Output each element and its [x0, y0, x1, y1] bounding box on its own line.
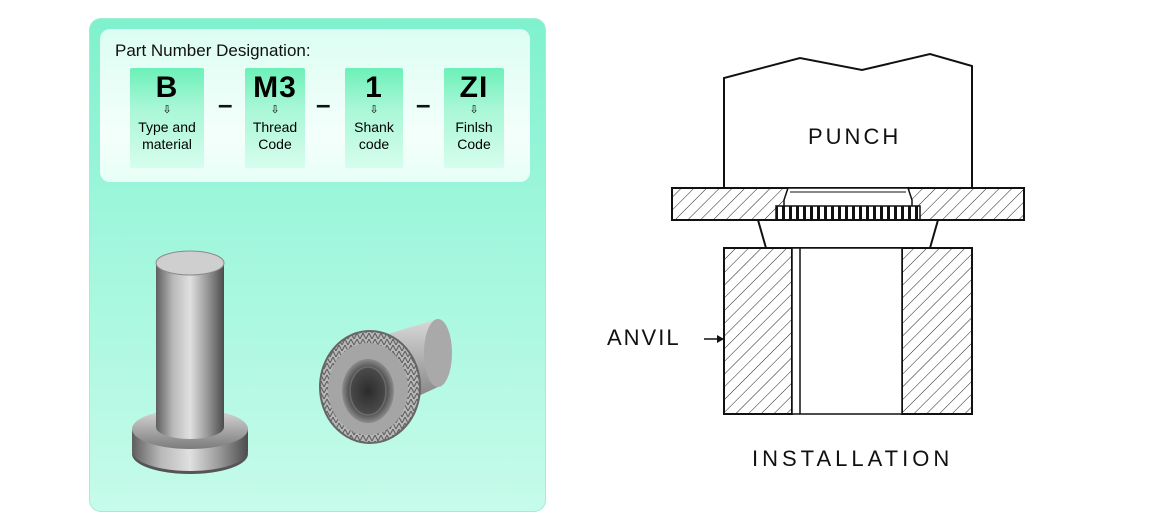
desc-finish: Finlsh Code [455, 119, 493, 152]
fastener-flange [756, 219, 940, 249]
desc-shank: Shank code [354, 119, 394, 152]
knurl-band [775, 205, 921, 221]
desc-thread: Thread Code [252, 119, 298, 152]
code-box-type: B ⇩ Type and material [130, 68, 204, 168]
down-arrow-icon: ⇩ [162, 104, 172, 116]
separator: – [218, 89, 233, 119]
standoff-top [155, 250, 225, 276]
shank-end [424, 319, 452, 387]
designation-title: Part Number Designation: [115, 41, 311, 60]
arrow-icon [717, 335, 724, 343]
anvil-bore [791, 247, 903, 415]
down-arrow-icon: ⇩ [469, 104, 479, 116]
down-arrow-icon: ⇩ [369, 104, 379, 116]
separator: – [316, 89, 331, 119]
installation-diagram [671, 52, 1025, 415]
product-card: Part Number Designation: B ⇩ Type and ma… [89, 18, 546, 512]
part-number-designation: Part Number Designation: B ⇩ Type and ma… [100, 29, 530, 182]
down-arrow-icon: ⇩ [270, 104, 280, 116]
anvil-label: ANVIL [607, 325, 681, 350]
standoff-photo [132, 250, 452, 474]
code-box-shank: 1 ⇩ Shank code [345, 68, 403, 168]
code-type: B [155, 71, 179, 104]
code-box-finish: ZI ⇩ Finlsh Code [444, 68, 504, 168]
code-thread: M3 [253, 71, 297, 104]
installation-caption: INSTALLATION [752, 446, 954, 471]
standoff-body [156, 263, 224, 439]
punch-body [723, 52, 973, 189]
code-box-thread: M3 ⇩ Thread Code [245, 68, 305, 168]
anvil-right [901, 247, 973, 415]
thread-ring [349, 366, 387, 416]
code-shank: 1 [365, 71, 383, 104]
anvil-left [723, 247, 793, 415]
punch-label: PUNCH [808, 124, 902, 149]
desc-type: Type and material [138, 119, 196, 152]
separator: – [416, 89, 431, 119]
code-finish: ZI [459, 71, 489, 104]
